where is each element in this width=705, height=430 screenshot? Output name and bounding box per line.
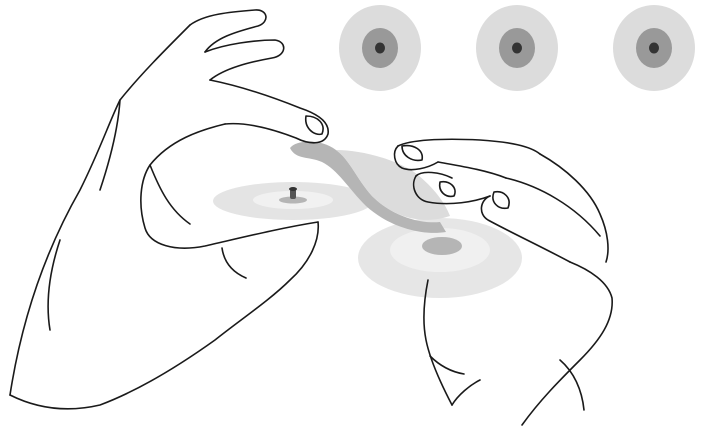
- electrode-pad-icon: [339, 5, 421, 91]
- electrode-pad-icon: [476, 5, 558, 91]
- electrode-pad-row: [339, 5, 695, 91]
- electrode-pad-icon: [613, 5, 695, 91]
- electrode-gel-disc: [213, 182, 373, 220]
